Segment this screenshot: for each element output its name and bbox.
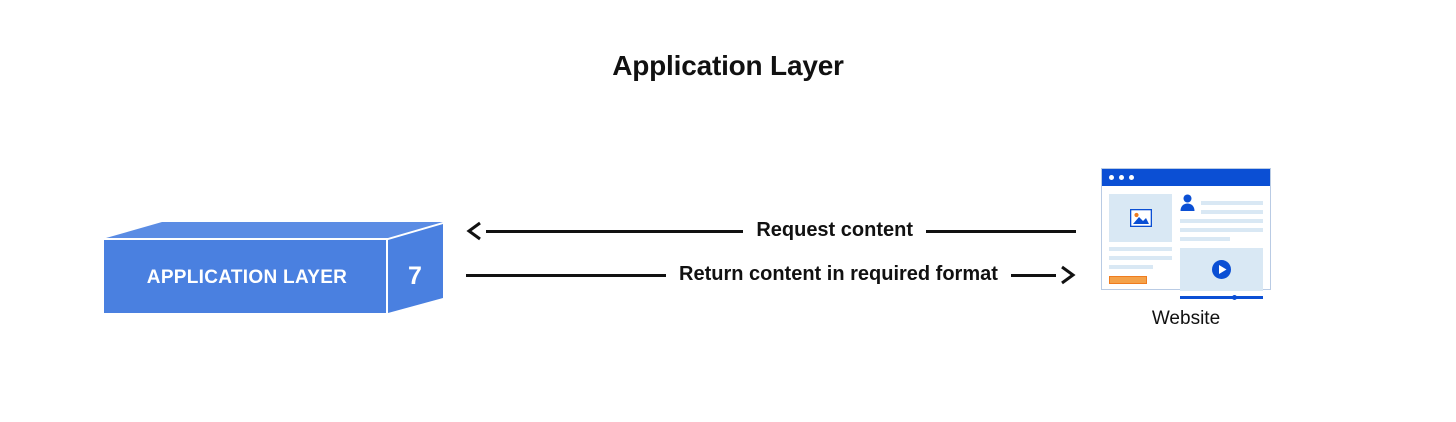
text-line: [1109, 265, 1154, 269]
flow-response-line-left: [466, 273, 666, 277]
image-placeholder-icon: [1129, 209, 1152, 227]
browser-content: [1102, 186, 1270, 306]
browser-dot-icon: [1129, 175, 1134, 180]
browser-titlebar: [1102, 169, 1270, 186]
text-line: [1180, 237, 1230, 241]
text-line: [1109, 256, 1172, 260]
flow-response-line-right: [1010, 273, 1056, 277]
text-line: [1201, 210, 1263, 214]
content-right-column: [1180, 194, 1263, 300]
layer-box-shape: [104, 222, 443, 313]
video-progress-knob[interactable]: [1232, 294, 1238, 300]
play-button-icon[interactable]: [1211, 259, 1232, 280]
flow-request-label: Request content: [756, 219, 913, 241]
browser-dot-icon: [1119, 175, 1124, 180]
video-player-block[interactable]: [1180, 248, 1263, 291]
browser-dot-icon: [1109, 175, 1114, 180]
flow-response-label: Return content in required format: [679, 263, 998, 285]
layer-box-side-face: [388, 224, 443, 313]
text-line: [1201, 201, 1263, 205]
arrow-left-icon: [466, 219, 486, 243]
avatar-text-lines: [1201, 194, 1263, 214]
layer-box-front-face: [104, 240, 386, 313]
avatar-row: [1180, 194, 1263, 214]
website-illustration: Website: [1101, 168, 1273, 340]
layer-box-top-face: [106, 222, 443, 238]
flow-request-line-right: [926, 229, 1076, 233]
flow-response: Return content in required format: [466, 255, 1076, 295]
flow-request: Request content: [466, 211, 1076, 251]
flow-request-line-left: [486, 229, 744, 233]
text-line: [1180, 228, 1263, 232]
text-line: [1109, 247, 1172, 251]
page-title: Application Layer: [612, 50, 844, 81]
website-caption: Website: [1151, 308, 1221, 329]
video-progress-bar[interactable]: [1180, 294, 1263, 300]
text-line: [1180, 219, 1263, 223]
application-layer-box: APPLICATION LAYER 7: [100, 218, 448, 320]
image-placeholder-block: [1109, 194, 1172, 242]
flow-arrows-group: Request content Return content in requir…: [466, 205, 1076, 295]
person-avatar-icon: [1180, 194, 1195, 211]
arrow-right-icon: [1056, 263, 1076, 287]
cta-button[interactable]: [1109, 276, 1147, 284]
content-left-column: [1109, 194, 1172, 299]
browser-window: [1101, 168, 1271, 300]
